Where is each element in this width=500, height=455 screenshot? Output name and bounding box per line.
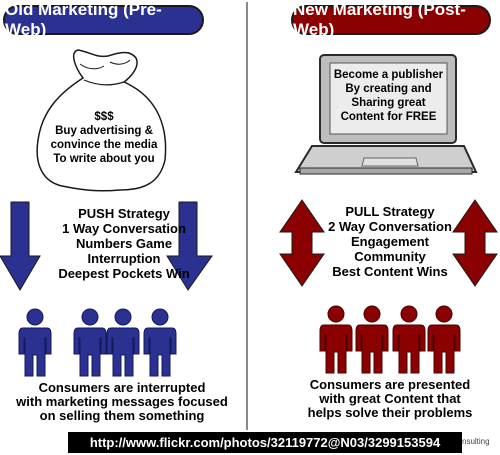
new-marketing-title: New Marketing (Post-Web) — [291, 0, 491, 39]
bag-text: $$$ Buy advertising & convince the media… — [46, 110, 162, 166]
bag-text-line: $$$ — [94, 111, 114, 123]
left-consumer-line: with marketing messages focused — [16, 394, 228, 409]
old-marketing-title: Old Marketing (Pre-Web) — [3, 0, 204, 39]
left-down-arrow — [0, 201, 41, 291]
left-consumer-line: Consumers are interrupted — [38, 380, 206, 395]
push-strategy-line: PUSH Strategy — [78, 206, 170, 221]
footer-credit-text: nsulting — [462, 437, 490, 446]
person-icon — [355, 305, 389, 374]
person-icon — [392, 305, 426, 374]
laptop-text-line: Content for FREE — [340, 111, 437, 123]
person-icon — [319, 305, 353, 374]
person-icon — [143, 308, 177, 377]
right-double-arrow — [452, 199, 498, 287]
person-icon — [427, 305, 461, 374]
pull-strategy-line: Community — [354, 249, 426, 264]
person-icon — [18, 308, 52, 377]
laptop-text-line: Sharing great — [351, 97, 426, 109]
right-down-arrow — [166, 201, 213, 291]
laptop-text-line: Become a publisher — [333, 69, 444, 81]
push-strategy-line: Deepest Pockets Win — [58, 266, 190, 281]
push-strategy-line: 1 Way Conversation — [62, 221, 186, 236]
pull-strategy-line: Best Content Wins — [332, 264, 448, 279]
blue-people-group — [18, 308, 177, 377]
bag-text-line: To write about you — [53, 153, 155, 165]
red-people-group — [319, 305, 461, 374]
right-consumer-line: helps solve their problems — [307, 405, 473, 420]
left-double-arrow — [279, 199, 325, 287]
pull-strategy-line: 2 Way Conversation — [328, 219, 452, 234]
laptop-screen-text: Become a publisher By creating and Shari… — [330, 68, 447, 124]
money-bag-icon — [36, 49, 167, 192]
person-icon — [73, 308, 107, 377]
push-strategy-text: PUSH Strategy 1 Way Conversation Numbers… — [44, 206, 204, 281]
laptop-icon — [294, 54, 478, 175]
push-strategy-line: Interruption — [87, 251, 161, 266]
right-consumer-line: Consumers are presented — [309, 377, 471, 392]
left-consumer-line: on selling them something — [39, 408, 205, 423]
bag-text-line: convince the media — [50, 139, 158, 151]
source-url-bar: http://www.flickr.com/photos/32119772@N0… — [68, 432, 462, 453]
bag-text-line: Buy advertising & — [55, 125, 153, 137]
right-consumer-text: Consumers are presented with great Conte… — [290, 378, 490, 420]
left-consumer-text: Consumers are interrupted with marketing… — [2, 381, 242, 423]
push-strategy-line: Numbers Game — [75, 236, 173, 251]
right-consumer-line: with great Content that — [319, 391, 461, 406]
pull-strategy-line: Engagement — [350, 234, 429, 249]
pull-strategy-text: PULL Strategy 2 Way Conversation Engagem… — [320, 204, 460, 279]
pull-strategy-line: PULL Strategy — [345, 204, 435, 219]
person-icon — [106, 308, 140, 377]
laptop-text-line: By creating and — [345, 83, 432, 95]
